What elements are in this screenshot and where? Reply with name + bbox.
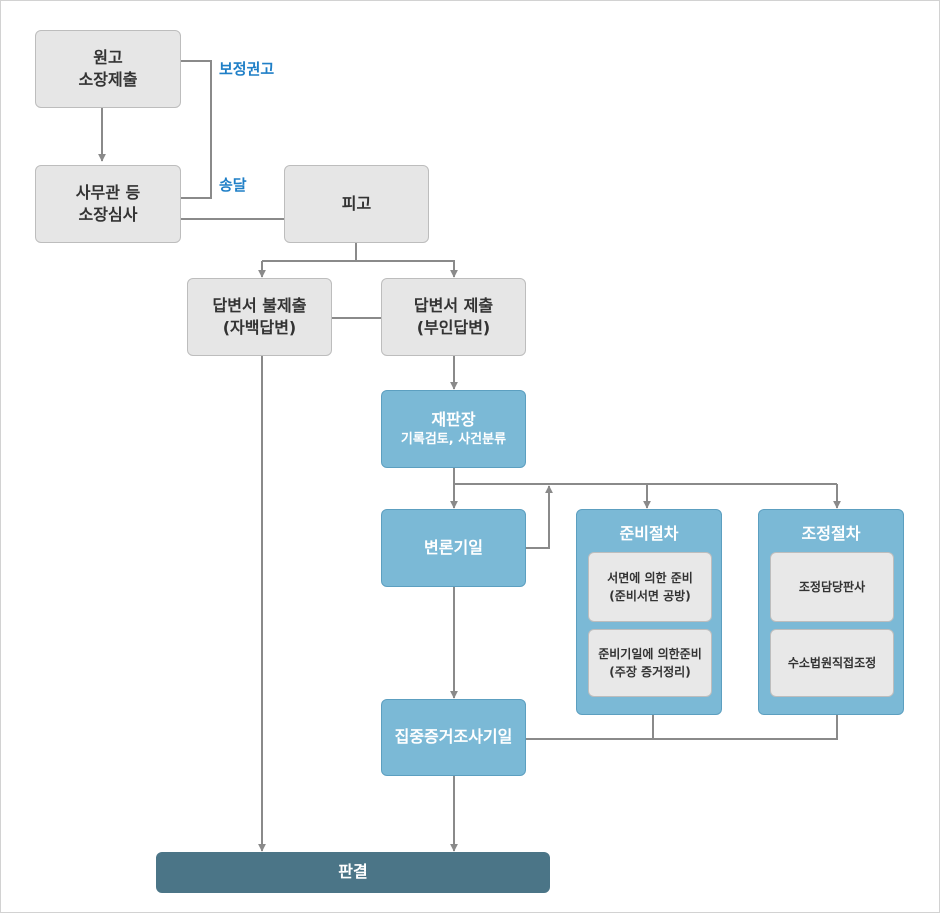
mediation-title: 조정절차 [801,524,861,543]
answer-line2: (부인답변) [416,318,491,337]
judge-subtitle: 기록검토, 사건분류 [400,432,507,448]
preparation-item-session-line1: 준비기일에 의한준비 [598,647,702,661]
complaint-box: 원고 소장제출 [35,30,181,108]
arrow-hearing-feedback [525,485,553,549]
evidence-hearing-box: 집중증거조사기일 [381,699,526,776]
mediation-item-judge: 조정담당판사 [770,552,894,622]
preparation-title: 준비절차 [619,524,679,543]
preparation-item-written-line1: 서면에 의한 준비 [607,571,693,585]
review-line2: 소장심사 [78,205,138,224]
line-correction-return [181,60,212,199]
review-box: 사무관 등 소장심사 [35,165,181,243]
hearing-box: 변론기일 [381,509,526,587]
verdict-label: 판결 [338,862,368,882]
preparation-panel: 준비절차 서면에 의한 준비 (준비서면 공방) 준비기일에 의한준비 (주장 … [576,509,722,715]
preparation-item-session: 준비기일에 의한준비 (주장 증거정리) [588,629,712,697]
mediation-item-court-line1: 수소법원직접조정 [787,656,877,670]
no-answer-line1: 답변서 불제출 [212,295,307,315]
review-line1: 사무관 등 [75,182,141,202]
mediation-panel: 조정절차 조정담당판사 수소법원직접조정 [758,509,904,715]
defendant-label: 피고 [341,193,372,213]
answer-box: 답변서 제출 (부인답변) [381,278,526,356]
correction-note: 보정권고 [219,60,275,78]
preparation-item-session-line2: (주장 증거정리) [609,665,691,679]
defendant-box: 피고 [284,165,429,243]
delivery-note: 송달 [219,176,247,194]
preparation-item-written: 서면에 의한 준비 (준비서면 공방) [588,552,712,622]
arrow-to-answer [356,260,458,278]
answer-line1: 답변서 제출 [413,295,494,315]
no-answer-line2: (자백답변) [222,318,297,337]
complaint-line2: 소장제출 [78,70,138,89]
mediation-item-judge-line1: 조정담당판사 [798,580,866,594]
hearing-label: 변론기일 [424,537,483,557]
preparation-item-written-line2: (준비서면 공방) [609,589,691,603]
judge-review-box: 재판장 기록검토, 사건분류 [381,390,526,468]
judge-title: 재판장 [431,409,476,429]
no-answer-box: 답변서 불제출 (자백답변) [187,278,332,356]
evidence-hearing-label: 집중증거조사기일 [394,727,513,747]
verdict-box: 판결 [156,852,550,893]
line-defendant-split [262,243,357,262]
line-panels-to-evidence [525,715,838,740]
mediation-item-court: 수소법원직접조정 [770,629,894,697]
complaint-line1: 원고 [93,47,123,67]
